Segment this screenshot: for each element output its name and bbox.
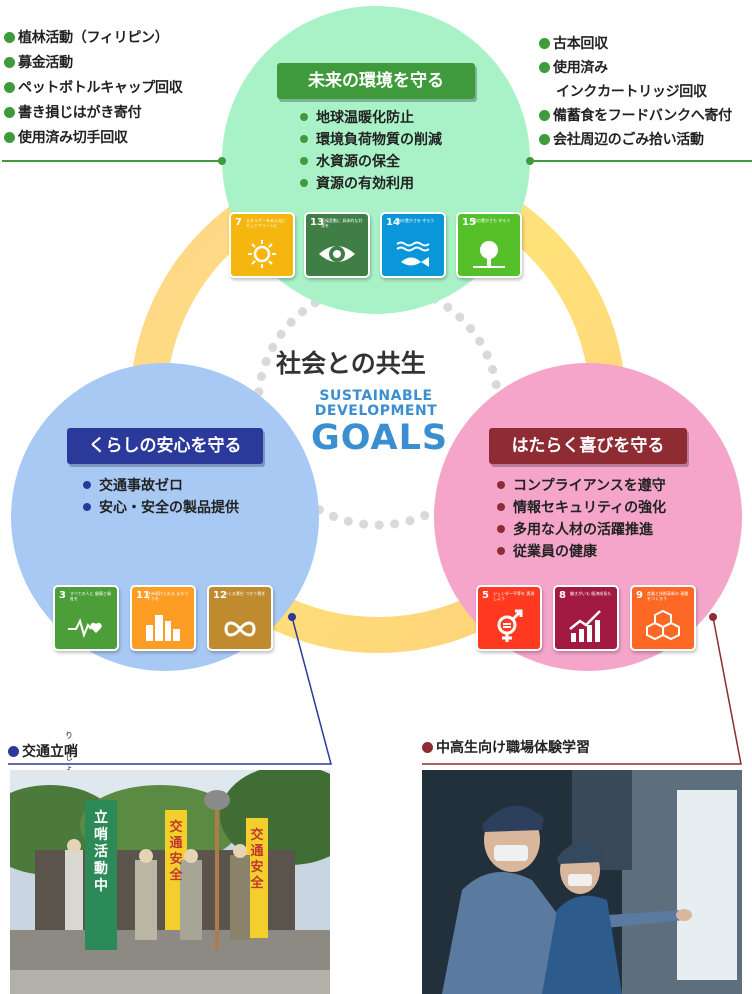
list-item: 会社周辺のごみ拾い活動 <box>539 128 732 152</box>
growth-chart-icon <box>569 610 601 642</box>
top-right-activity-list: 古本回収 使用済み インクカートリッジ回収 備蓄食をフードバンクへ寄付 会社周辺… <box>539 32 732 152</box>
bullet-dot <box>497 481 505 489</box>
sun-icon <box>248 240 276 268</box>
list-item: 使用済み <box>539 56 732 80</box>
cubes-icon <box>646 609 680 641</box>
top-right-connector-dot <box>526 157 534 165</box>
top-left-connector-dot <box>218 157 226 165</box>
fish-icon <box>396 241 430 267</box>
tree-icon <box>473 241 505 268</box>
list-item: 植林活動（フィリピン） <box>4 26 182 51</box>
banner-text-koutsu-anzen: 交通安全 <box>169 820 183 883</box>
sdg-logo-line2: DEVELOPMENT <box>314 403 438 419</box>
bullet-dot <box>8 746 19 757</box>
bullet-dot <box>539 38 550 49</box>
center-title: 社会との共生 <box>276 349 426 378</box>
bullet-dot <box>539 110 550 121</box>
list-item: 環境負荷物質の削減 <box>300 129 442 151</box>
traffic-safety-photo: 立哨活動中 交通安全 交通安全 <box>10 770 330 994</box>
left-photo-label: 交通立哨 りっしょう <box>8 731 78 784</box>
list-item: 資源の有効利用 <box>300 173 442 195</box>
city-icon <box>146 615 180 641</box>
bullet-dot <box>300 113 308 121</box>
bullet-dot <box>4 107 15 118</box>
work-title: はたらく喜びを守る <box>489 428 687 464</box>
sdg-logo: SUSTAINABLE DEVELOPMENT GOALS <box>311 388 449 458</box>
right-photo-connector-dot <box>709 613 717 621</box>
bullet-dot <box>83 481 91 489</box>
left-photo-connector-dot <box>288 613 296 621</box>
bullet-dot <box>539 134 550 145</box>
bullet-dot <box>4 132 15 143</box>
life-title: くらしの安心を守る <box>67 428 263 464</box>
workplace-experience-photo <box>422 770 742 994</box>
bullet-dot <box>300 179 308 187</box>
list-item: 地球温暖化防止 <box>300 107 442 129</box>
list-item: 情報セキュリティの強化 <box>497 497 666 519</box>
bullet-dot <box>4 57 15 68</box>
right-photo-label: 中高生向け職場体験学習 <box>422 737 590 757</box>
list-item: 従業員の健康 <box>497 541 666 563</box>
left-photo-connector <box>8 616 332 765</box>
list-item: コンプライアンスを遵守 <box>497 475 666 497</box>
bullet-dot <box>497 547 505 555</box>
gender-icon <box>497 609 523 642</box>
list-item: ペットボトルキャップ回収 <box>4 76 183 101</box>
banner-text-koutsu-anzen-2: 交通安全 <box>250 828 264 891</box>
list-item: 交通事故ゼロ <box>83 475 239 497</box>
list-item: 安心・安全の製品提供 <box>83 497 239 519</box>
list-item: 募金活動 <box>4 51 182 76</box>
bullet-dot <box>539 62 550 73</box>
list-item-continuation: インクカートリッジ回収 <box>556 84 707 100</box>
sdg-logo-goals: GOALS <box>311 418 449 458</box>
bullet-dot <box>300 157 308 165</box>
bullet-dot <box>83 503 91 511</box>
eye-earth-icon <box>319 246 355 262</box>
work-items: コンプライアンスを遵守 情報セキュリティの強化 多用な人材の活躍推進 従業員の健… <box>497 475 666 563</box>
bullet-dot <box>422 742 433 753</box>
heartbeat-icon <box>68 618 102 639</box>
bullet-dot <box>300 135 308 143</box>
infinity-icon <box>224 621 256 637</box>
bullet-dot <box>4 32 15 43</box>
environment-items: 地球温暖化防止 環境負荷物質の削減 水資源の保全 資源の有効利用 <box>300 107 442 195</box>
list-item: 備蓄食をフードバンクへ寄付 <box>539 104 732 128</box>
list-item: 書き損じはがき寄付 <box>4 101 182 126</box>
right-photo-connector <box>422 616 742 765</box>
list-item: 多用な人材の活躍推進 <box>497 519 666 541</box>
banner-text-rissho: 立哨活動中 <box>94 810 108 894</box>
top-left-activity-list: 植林活動（フィリピン） 募金活動 ペットボトルキャップ回収 書き損じはがき寄付 … <box>4 26 183 151</box>
environment-title: 未来の環境を守る <box>277 63 475 99</box>
bullet-dot <box>497 503 505 511</box>
bullet-dot <box>497 525 505 533</box>
bullet-dot <box>4 82 15 93</box>
sdg-logo-line1: SUSTAINABLE <box>319 388 433 404</box>
list-item: 使用済み切手回収 <box>4 126 182 151</box>
list-item: 古本回収 <box>539 32 732 56</box>
life-items: 交通事故ゼロ 安心・安全の製品提供 <box>83 475 239 519</box>
list-item: 水資源の保全 <box>300 151 442 173</box>
